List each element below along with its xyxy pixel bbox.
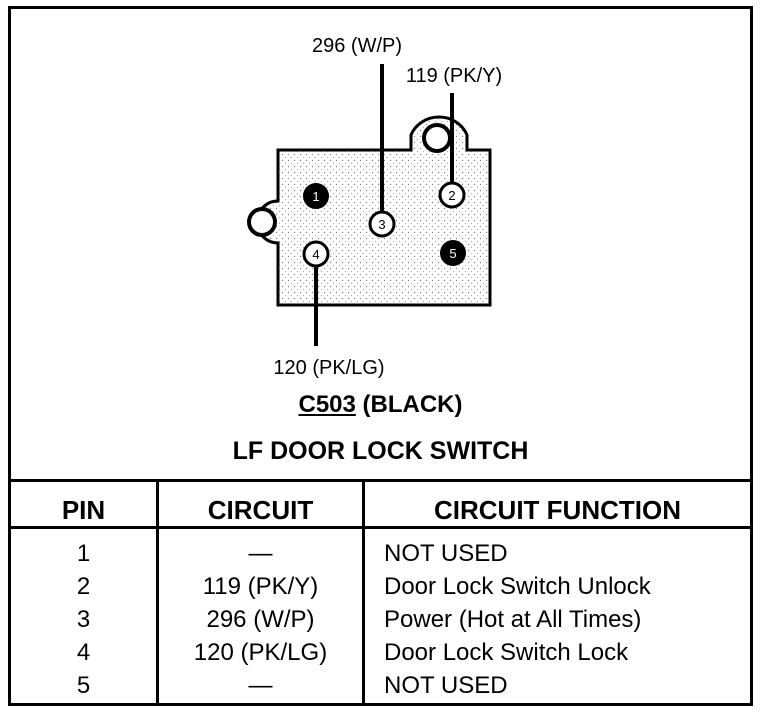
pin-2: 2 — [438, 181, 466, 209]
header-separator — [11, 526, 750, 529]
row-2-function: Door Lock Switch Unlock — [384, 573, 651, 600]
connector-drawing: 1 2 3 4 5 296 (W/P) 119 (PK/Y) 120 (PK/L… — [247, 35, 502, 379]
pin-5: 5 — [440, 240, 466, 266]
row-3-circuit: 296 (W/P) — [206, 606, 315, 633]
row-4-pin: 4 — [76, 639, 91, 666]
mounting-hole-left — [247, 207, 277, 237]
diagram-frame: 1 2 3 4 5 296 (W/P) 119 (PK/Y) 120 (PK/L… — [8, 6, 753, 706]
row-4-function: Door Lock Switch Lock — [384, 639, 629, 666]
column-separator — [156, 482, 159, 703]
row-2-pin: 2 — [76, 573, 91, 600]
row-3-function: Power (Hot at All Times) — [384, 606, 642, 633]
svg-text:1: 1 — [312, 189, 319, 204]
connector-id: C503 — [298, 391, 356, 418]
header-circuit: CIRCUIT — [207, 495, 314, 525]
svg-text:3: 3 — [378, 217, 385, 232]
pin-1: 1 — [303, 183, 329, 209]
pin-3: 3 — [368, 210, 396, 238]
row-5-pin: 5 — [76, 672, 91, 699]
mounting-hole-top — [422, 123, 452, 153]
svg-text:2: 2 — [448, 188, 455, 203]
wire-label-pin4: 120 (PK/LG) — [273, 357, 384, 379]
connector-color: (BLACK) — [362, 391, 463, 418]
pin-table: PIN CIRCUIT CIRCUIT FUNCTION 1 — NOT USE… — [11, 482, 750, 703]
wire-label-pin3: 296 (W/P) — [312, 35, 402, 57]
header-pin: PIN — [61, 495, 106, 525]
component-name: LF DOOR LOCK SWITCH — [232, 437, 529, 465]
row-5-function: NOT USED — [384, 672, 508, 699]
row-1-pin: 1 — [76, 540, 91, 567]
connector-body — [255, 115, 492, 307]
row-4-circuit: 120 (PK/LG) — [193, 639, 328, 666]
svg-text:5: 5 — [449, 246, 456, 261]
connector-diagram: 1 2 3 4 5 296 (W/P) 119 (PK/Y) 120 (PK/L… — [11, 9, 750, 479]
row-1-function: NOT USED — [384, 540, 508, 567]
svg-text:4: 4 — [312, 247, 319, 262]
row-3-pin: 3 — [76, 606, 91, 633]
row-1-circuit: — — [248, 540, 273, 567]
pin-4: 4 — [302, 240, 330, 268]
wire-label-pin2: 119 (PK/Y) — [406, 65, 502, 87]
connector-title: C503 (BLACK) — [11, 391, 750, 419]
column-separator — [362, 482, 365, 703]
header-circuit-function: CIRCUIT FUNCTION — [434, 495, 681, 525]
row-5-circuit: — — [248, 672, 273, 699]
row-2-circuit: 119 (PK/Y) — [202, 573, 319, 600]
section-divider — [11, 479, 750, 482]
